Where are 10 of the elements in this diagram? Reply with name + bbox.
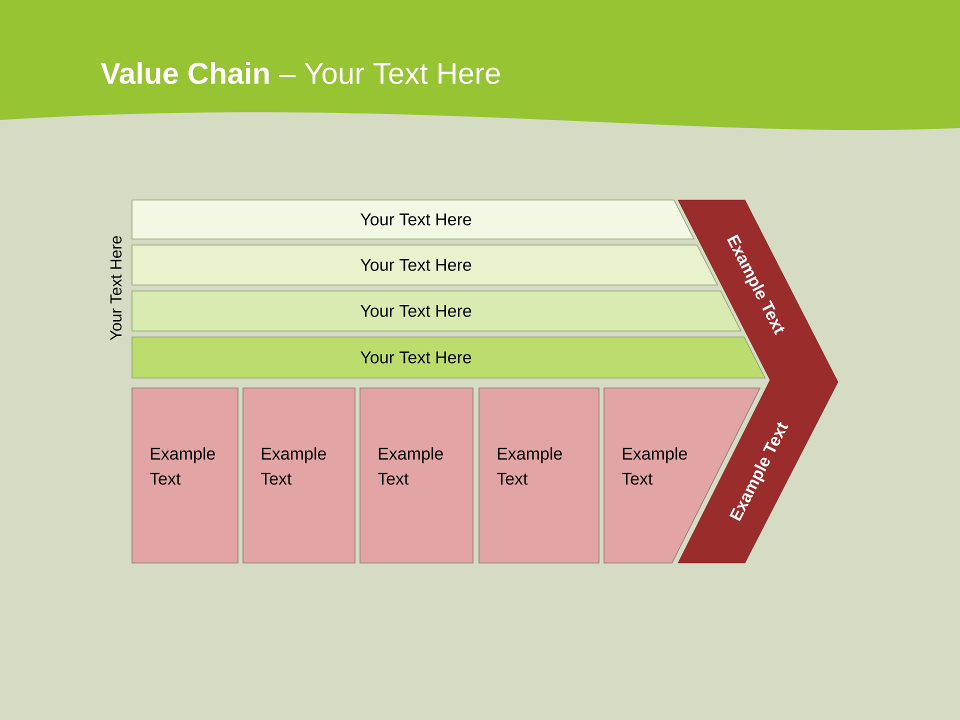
example-box: Example Text bbox=[132, 388, 238, 564]
text-band: Your Text Here bbox=[132, 290, 742, 332]
example-box: Example Text bbox=[242, 388, 356, 564]
text-band: Your Text Here bbox=[132, 200, 695, 240]
example-box: Example Text bbox=[478, 388, 600, 564]
text-band: Your Text Here bbox=[132, 244, 718, 286]
text-band: Your Text Here bbox=[132, 336, 766, 378]
example-box: Example Text bbox=[360, 388, 474, 564]
side-label: Your Text Here bbox=[110, 236, 122, 340]
title: Value Chain – Your Text Here bbox=[100, 62, 500, 84]
